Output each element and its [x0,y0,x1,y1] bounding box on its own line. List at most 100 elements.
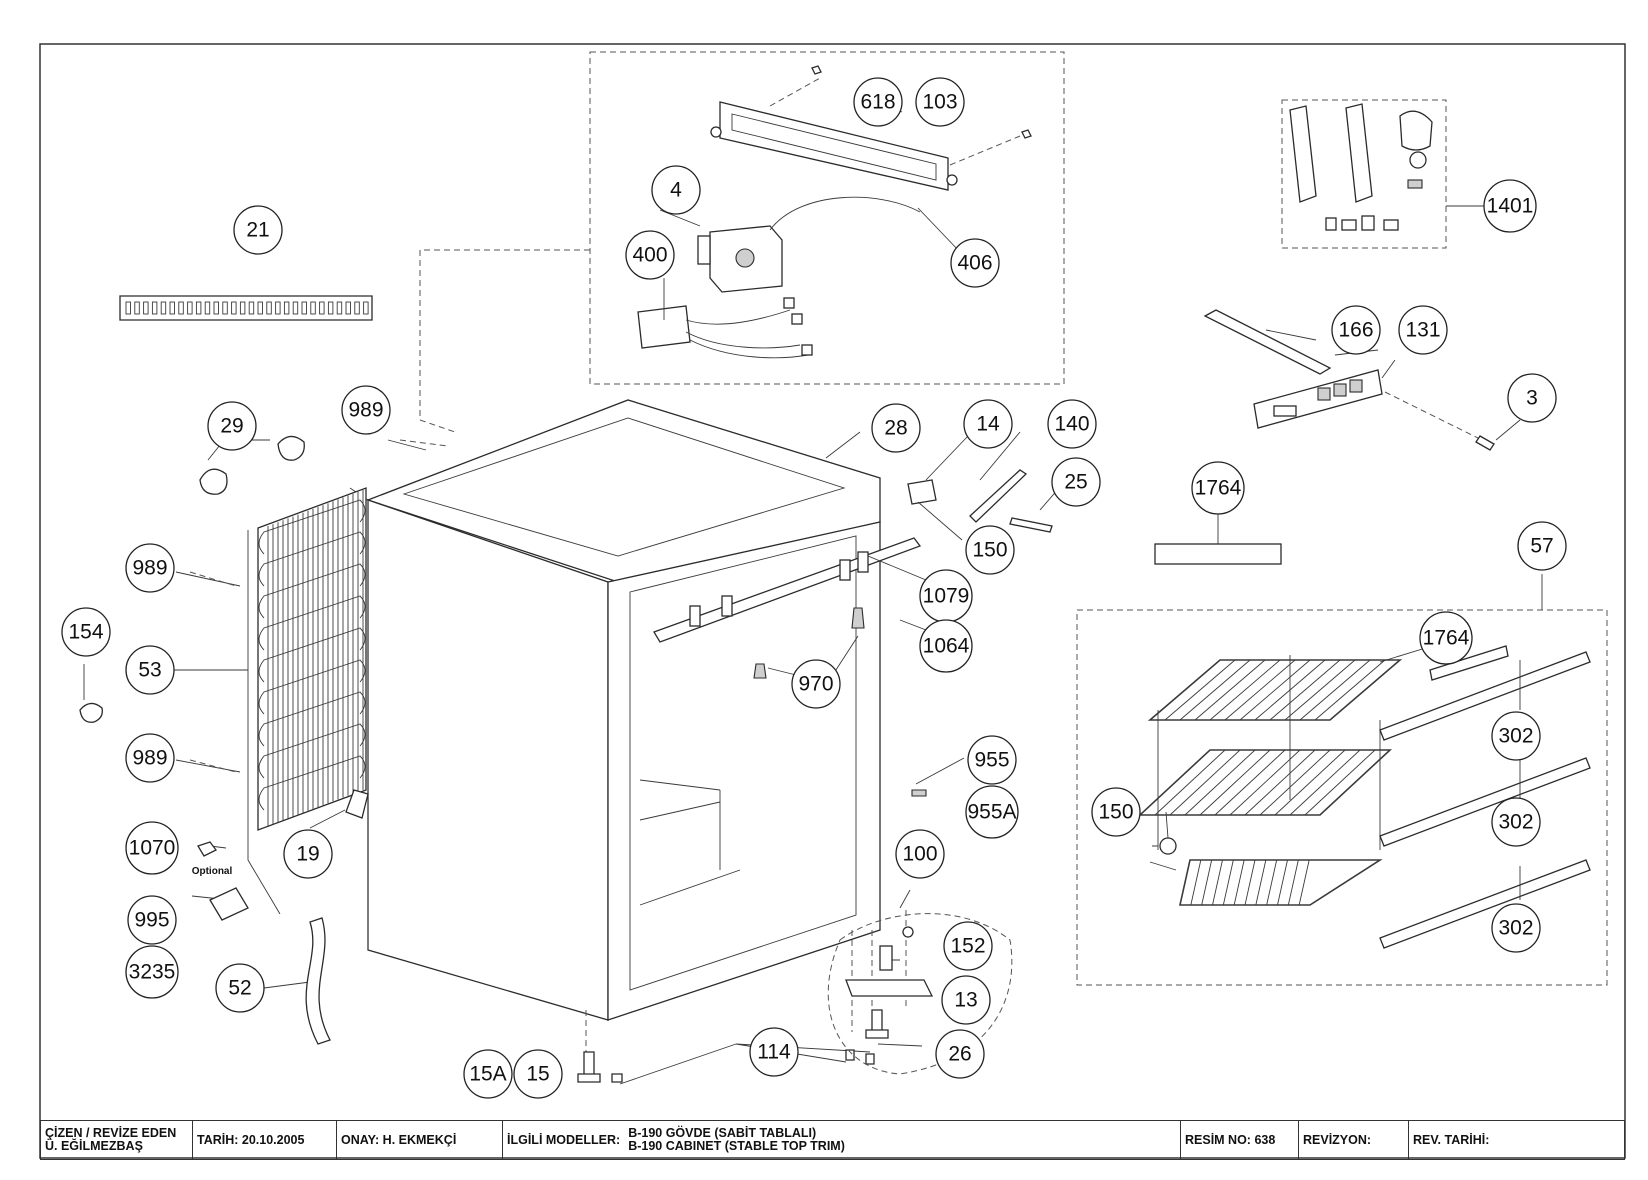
title-block: ÇİZEN / REVİZE EDEN Ü. EĞİLMEZBAŞ TARİH:… [40,1120,1625,1160]
callout-57: 57 [1517,521,1567,571]
condenser-tube [258,755,366,811]
shelf-wire [1244,859,1256,906]
light-switch-rod [1203,309,1332,375]
callout-circle [1491,711,1541,761]
callout-13: 13 [941,975,991,1025]
grille-slot [195,301,202,315]
grille-slot [283,301,290,315]
models-cell: İLGİLİ MODELLER: B-190 GÖVDE (SABİT TABL… [502,1121,1180,1159]
shelf-wire [1277,859,1288,906]
shelf-wire [1289,749,1361,816]
callout-circle [919,619,973,673]
callout-label: 989 [348,399,383,422]
callout-circle [963,399,1013,449]
callout-label: 15A [469,1063,506,1086]
approval-text: ONAY: H. EKMEKÇİ [341,1133,457,1147]
callout-circle [1507,373,1557,423]
drawing-number-cell: RESİM NO: 638 [1180,1121,1298,1159]
callout-3: 3 [1507,373,1557,423]
callout-label: 57 [1530,535,1553,558]
shelf-wire [1274,749,1346,816]
shelves-detail-box [1076,609,1608,986]
callout-166: 166 [1331,305,1381,355]
callout-circle [341,385,391,435]
grille-slot [143,301,149,315]
callout-label: 1079 [923,585,970,608]
callout-1070: 1070 [125,821,179,875]
top-trim-bar [653,537,922,643]
callout-label: 970 [798,673,833,696]
callout-label: 103 [922,91,957,114]
shelf-wire [1299,659,1371,721]
callout-circle [791,659,841,709]
callout-406: 406 [950,238,1000,288]
shelf-wire [1179,659,1251,721]
callout-circle [207,401,257,451]
screws [189,439,927,1083]
grille-slot [169,301,175,315]
callout-label: 995 [134,909,169,932]
callout-label: 150 [1098,801,1133,824]
shelf-wire [1266,859,1278,906]
grille-slot [178,301,184,315]
models-lines: B-190 GÖVDE (SABİT TABLALI) B-190 CABINE… [628,1127,845,1153]
shelf-wire [1229,749,1301,816]
date-text: TARİH: 20.10.2005 [197,1133,305,1147]
callout-1764a: 1764 [1191,461,1245,515]
energy-label [1154,543,1282,565]
callout-21: 21 [233,205,283,255]
callout-circle [125,645,175,695]
callout-circle [871,403,921,453]
callout-label: 140 [1054,413,1089,436]
shelf-wire [1298,859,1310,906]
callout-circle [1491,797,1541,847]
revision-label: REVİZYON: [1303,1133,1372,1147]
callout-1764b: 1764 [1419,611,1473,665]
callout-circle [1047,399,1097,449]
condenser-tube [258,595,366,651]
callout-label: 13 [954,989,977,1012]
callout-label: 154 [68,621,103,644]
callout-circle [1331,305,1381,355]
grille-slot [301,301,307,315]
hinge-detail-outline [827,913,1013,1075]
callout-circle [1419,611,1473,665]
grille-slot [125,301,131,315]
callout-618: 618 [853,77,903,127]
grille-slot [239,301,246,315]
grille-slot [248,301,255,315]
shelf-wire [1224,659,1296,721]
callout-103: 103 [915,77,965,127]
callout-100: 100 [895,829,945,879]
callout-circle [895,829,945,879]
callout-label: 955 [974,749,1009,772]
callout-circle [967,735,1017,785]
grille-slot [345,301,351,315]
callout-label: 955A [967,801,1016,824]
grille-slot [354,301,360,315]
shelf-wire [1244,749,1316,816]
callout-label: 166 [1338,319,1373,342]
callout-1064: 1064 [919,619,973,673]
revision-date-cell: REV. TARİHİ: [1408,1121,1625,1159]
relay-clip [197,841,217,857]
grille-slot [204,301,211,315]
grille-slot [160,301,167,315]
callout-label: 989 [132,747,167,770]
lamp-kit-box [1281,99,1447,249]
drawn-by-label: ÇİZEN / REVİZE EDEN [45,1126,177,1140]
callout-14: 14 [963,399,1013,449]
clip [199,468,228,495]
callout-circle [127,895,177,945]
callout-label: 1401 [1487,195,1534,218]
grille-slot [257,301,263,315]
shelf-wire [1184,749,1256,816]
callout-label: 1764 [1423,627,1470,650]
shelf-wire [1239,659,1311,721]
shelf-wire [1194,659,1266,721]
shelf-wire [1254,659,1326,721]
callout-label: 302 [1498,811,1533,834]
callout-label: 406 [957,252,992,275]
callout-4: 4 [651,165,701,215]
callout-circle [61,607,111,657]
